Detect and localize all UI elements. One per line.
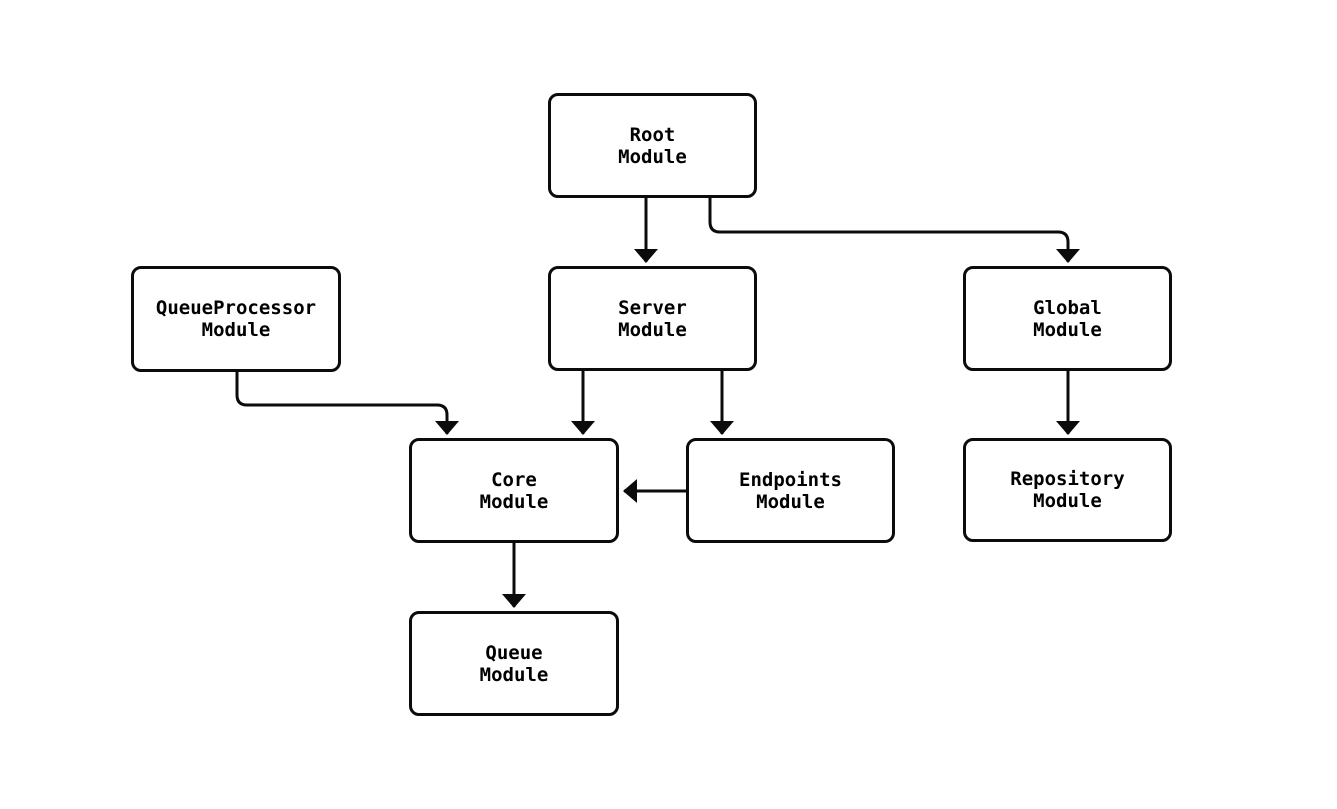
node-core-module: Core Module	[409, 438, 619, 543]
edge-queueprocessor-to-core	[235, 372, 459, 435]
edge-root-to-global	[708, 198, 1080, 263]
node-global-module: Global Module	[963, 266, 1172, 371]
node-queue-module: Queue Module	[409, 611, 619, 716]
node-queueprocessor-module: QueueProcessor Module	[131, 266, 341, 372]
node-server-module: Server Module	[548, 266, 757, 371]
node-root-module: Root Module	[548, 93, 757, 198]
node-repository-module: Repository Module	[963, 438, 1172, 542]
node-endpoints-module: Endpoints Module	[686, 438, 895, 543]
